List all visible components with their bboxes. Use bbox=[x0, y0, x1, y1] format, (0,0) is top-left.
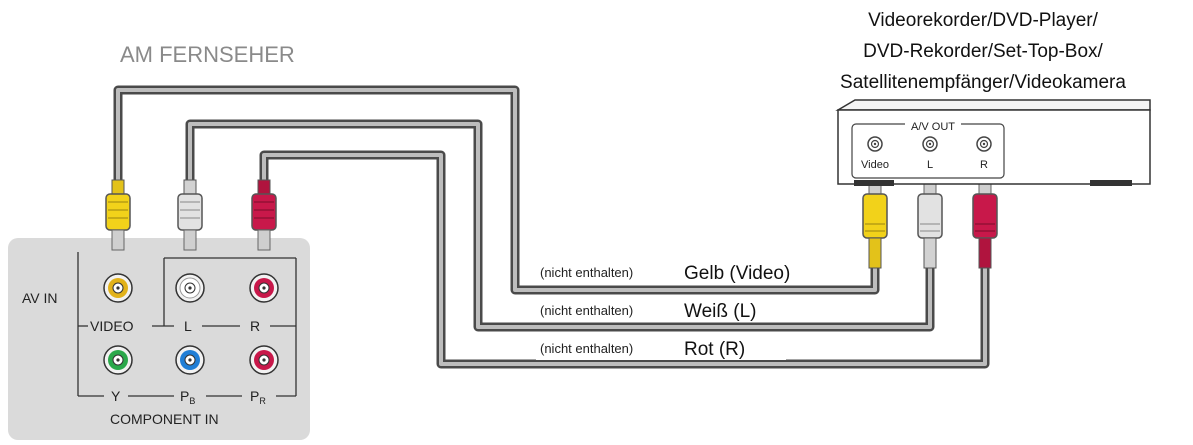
device-l-label: L bbox=[927, 159, 933, 171]
device-video-label: Video bbox=[861, 159, 889, 171]
plug-white-tv bbox=[177, 179, 203, 251]
device-title-line-3: Satellitenempfänger/Videokamera bbox=[840, 72, 1126, 93]
component-in-label: COMPONENT IN bbox=[110, 411, 219, 427]
av-in-label: AV IN bbox=[22, 290, 58, 306]
cable-right-label: Rot (R) bbox=[684, 339, 745, 360]
l-label: L bbox=[184, 318, 192, 334]
cable-video-note: (nicht enthalten) bbox=[540, 265, 633, 280]
device-jack-l bbox=[922, 136, 938, 152]
device-title-line-1: Videorekorder/DVD-Player/ bbox=[868, 10, 1099, 31]
cable-left-note: (nicht enthalten) bbox=[540, 303, 633, 318]
pb-label: PB bbox=[180, 388, 195, 406]
device-r-label: R bbox=[980, 159, 988, 171]
cable-video-label: Gelb (Video) bbox=[684, 263, 790, 284]
device-title-line-2: DVD-Rekorder/Set-Top-Box/ bbox=[863, 41, 1103, 62]
tv-jack-pr bbox=[249, 345, 279, 375]
r-label: R bbox=[250, 318, 260, 334]
plug-white-device bbox=[917, 179, 943, 269]
plug-red-device bbox=[972, 179, 998, 269]
tv-title: AM FERNSEHER bbox=[120, 42, 295, 67]
tv-jack-video bbox=[103, 273, 133, 303]
cable-left bbox=[185, 119, 935, 332]
plug-yellow-tv bbox=[105, 179, 131, 251]
pr-label: PR bbox=[250, 388, 266, 406]
tv-bracket-lines bbox=[77, 252, 297, 397]
tv-jack-l bbox=[175, 273, 205, 303]
device-box bbox=[835, 99, 1151, 186]
cable-video bbox=[113, 85, 880, 295]
device-jack-video bbox=[867, 136, 883, 152]
cable-left-label: Weiß (L) bbox=[684, 301, 756, 322]
video-label: VIDEO bbox=[90, 318, 134, 334]
av-out-label: A/V OUT bbox=[911, 121, 955, 133]
y-label: Y bbox=[111, 388, 121, 404]
device-jack-r bbox=[976, 136, 992, 152]
tv-jack-r bbox=[249, 273, 279, 303]
cable-right bbox=[259, 150, 990, 369]
plug-yellow-device bbox=[862, 179, 888, 269]
plug-red-tv bbox=[251, 179, 277, 251]
cable-right-note: (nicht enthalten) bbox=[540, 341, 633, 356]
tv-jack-pb bbox=[175, 345, 205, 375]
tv-panel bbox=[8, 238, 310, 440]
tv-jack-y bbox=[103, 345, 133, 375]
